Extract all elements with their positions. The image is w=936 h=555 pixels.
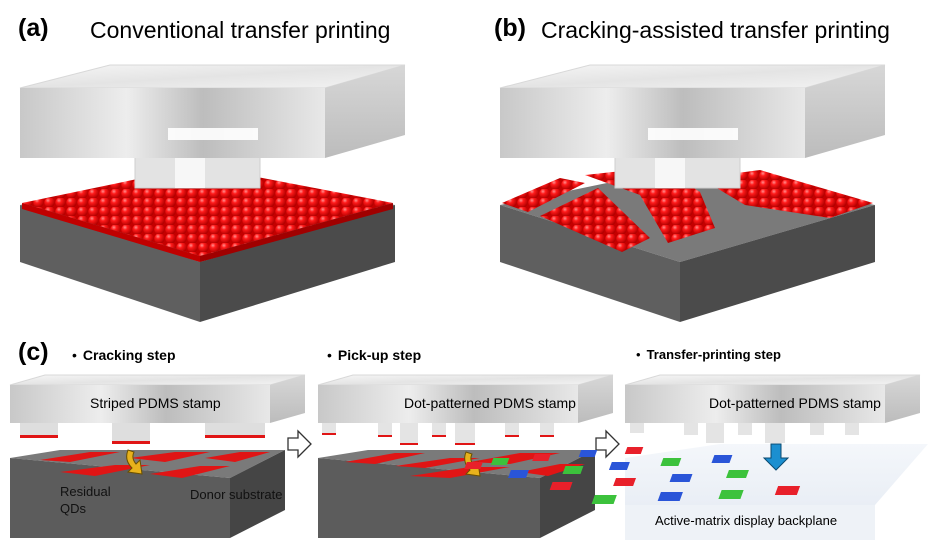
residual-qd-stripe (150, 466, 230, 478)
stamp-side (805, 65, 885, 158)
substrate-side (230, 450, 285, 538)
stamp-side (885, 375, 920, 423)
substrate-front-left (500, 205, 680, 322)
rgb-pixel-array (464, 447, 801, 504)
substrate-front-left (20, 205, 200, 322)
stamp-side (270, 375, 305, 423)
stamp-front (625, 385, 885, 423)
qd-strip-front-left (540, 188, 650, 252)
cracking-step-title: •Cracking step (72, 347, 176, 363)
stamp-front (20, 88, 325, 158)
residual-qd-stripe (40, 452, 120, 462)
down-arrow-icon (762, 443, 790, 471)
panel-b-title: Cracking-assisted transfer printing (541, 17, 890, 43)
pickup-step-title: •Pick-up step (327, 347, 422, 363)
cracking-step-illustration (9, 374, 306, 538)
residual-qd-stripe (130, 452, 210, 462)
residual-qd-stripe (60, 465, 150, 476)
panel-a-title: Conventional transfer printing (90, 17, 391, 43)
panel-a-label: (a) (18, 14, 49, 42)
substrate-front (10, 458, 230, 538)
panel-c-label: (c) (18, 338, 49, 366)
panel-b-illustration (499, 64, 886, 322)
dot-stamp-label-transfer: Dot-patterned PDMS stamp (709, 395, 881, 411)
striped-stamp-label: Striped PDMS stamp (90, 395, 221, 411)
panel-b-label: (b) (494, 14, 526, 42)
qd-strip-right (700, 170, 873, 218)
curved-arrow-icon (126, 449, 143, 475)
qd-strip-left (502, 178, 585, 212)
panel-a-illustration (19, 64, 406, 322)
residual-qd-stripe (205, 452, 270, 462)
dot-stamp-label-pickup: Dot-patterned PDMS stamp (404, 395, 576, 411)
stamp-front (318, 385, 578, 423)
donor-substrate-label: Donor substrate (190, 487, 283, 502)
substrate-front-right (680, 205, 875, 322)
step-arrow-icon (287, 429, 312, 459)
substrate-front-right (200, 205, 395, 322)
transfer-printing-step-title: •Transfer-printing step (636, 347, 781, 362)
qd-layer-edge (22, 203, 200, 262)
stamp-top (317, 374, 614, 386)
substrate-front (318, 458, 540, 538)
stamp-top (624, 374, 921, 386)
qd-layer-edge-right (200, 203, 393, 262)
stamp-top (9, 374, 306, 386)
step-arrow-icon (595, 429, 620, 459)
pickup-step-illustration (317, 374, 614, 538)
backplane-plate (625, 444, 928, 505)
stamp-front (10, 385, 270, 423)
qd-layer (22, 166, 393, 256)
stamp-front (500, 88, 805, 158)
stamp-side (325, 65, 405, 158)
transfer-step-illustration (464, 374, 928, 540)
backplane-label: Active-matrix display backplane (655, 513, 838, 528)
stamp-side (578, 375, 613, 423)
